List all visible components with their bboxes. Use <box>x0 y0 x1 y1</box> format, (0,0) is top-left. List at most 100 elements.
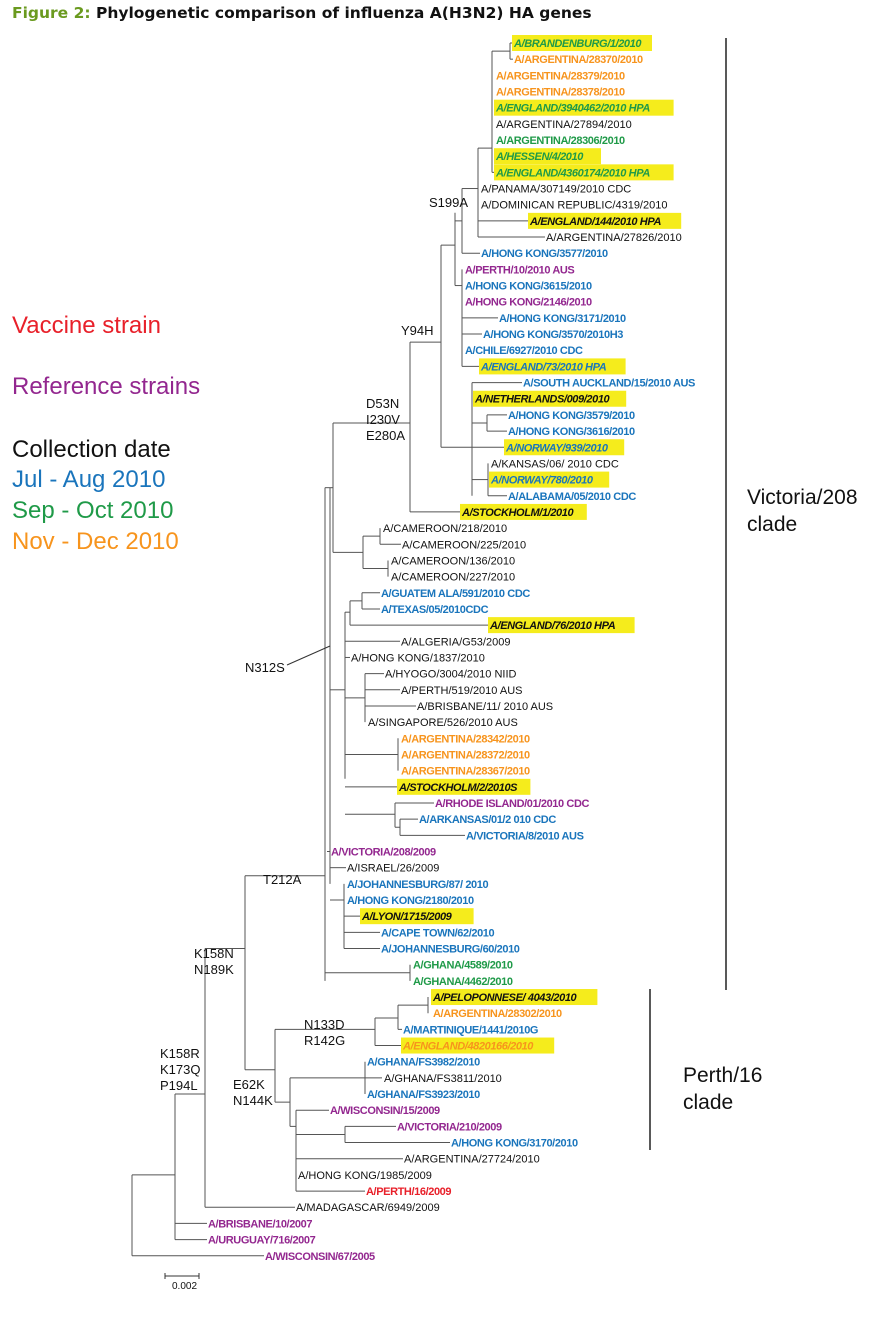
leaf-label: A/GUATEM ALA/591/2010 CDC <box>381 588 530 600</box>
leaf-highlights <box>360 35 682 1054</box>
mutation-label: D53N <box>366 396 399 411</box>
leaf-label: A/ENGLAND/73/2010 HPA <box>480 361 607 373</box>
leaf-label: A/HONG KONG/3616/2010 <box>508 426 635 438</box>
leaf-label: A/HYOGO/3004/2010 NIID <box>385 669 517 681</box>
leaf-label: A/HONG KONG/2180/2010 <box>347 895 474 907</box>
mutation-label: R142G <box>304 1033 345 1048</box>
tree-branches <box>131 42 545 1257</box>
figure-title: Figure 2: Phylogenetic comparison of inf… <box>12 4 592 22</box>
leaf-label: A/TEXAS/05/2010CDC <box>381 604 489 616</box>
mutation-label: K173Q <box>160 1062 200 1077</box>
leaf-label: A/GHANA/4462/2010 <box>413 976 513 988</box>
leaf-label: A/ARGENTINA/28379/2010 <box>496 70 625 82</box>
mutation-label: K158R <box>160 1046 200 1061</box>
leaf-label: A/HONG KONG/2146/2010 <box>465 297 592 309</box>
leaf-label: A/HONG KONG/3170/2010 <box>451 1138 578 1150</box>
leaf-label: A/BRISBANE/11/ 2010 AUS <box>417 701 553 713</box>
leaf-label: A/HONG KONG/1837/2010 <box>351 652 485 664</box>
mutation-label: E62K <box>233 1077 265 1092</box>
leaf-label: A/BRANDENBURG/1/2010 <box>513 38 642 50</box>
leaf-label: A/STOCKHOLM/2/2010S <box>398 782 518 794</box>
leaf-highlight <box>489 471 610 488</box>
leaf-label: A/HONG KONG/1985/2009 <box>298 1170 432 1182</box>
mutation-label: P194L <box>160 1078 198 1093</box>
mutation-label: T212A <box>263 872 302 887</box>
leaf-label: A/GHANA/FS3923/2010 <box>367 1089 480 1101</box>
leaf-highlight <box>488 617 635 634</box>
leaf-label: A/JOHANNESBURG/87/ 2010 <box>347 879 488 891</box>
leaf-label: A/ENGLAND/144/2010 HPA <box>529 216 661 228</box>
leaf-label: A/SOUTH AUCKLAND/15/2010 AUS <box>523 378 695 390</box>
mutation-label: N312S <box>245 660 285 675</box>
leaf-label: A/CHILE/6927/2010 CDC <box>465 345 583 357</box>
leaf-label: A/ARGENTINA/28342/2010 <box>401 733 530 745</box>
mutation-leader-line <box>286 645 331 666</box>
legend-reference-strains: Reference strains <box>12 373 201 400</box>
leaf-label: A/HONG KONG/3577/2010 <box>481 248 608 260</box>
leaf-label: A/NETHERLANDS/009/2010 <box>474 394 611 406</box>
leaf-label: A/CAMEROON/227/2010 <box>391 572 515 584</box>
legend-collection-date-header: Collection date <box>12 436 171 463</box>
leaf-label: A/MADAGASCAR/6949/2009 <box>296 1202 440 1214</box>
leaf-label: A/ARGENTINA/28306/2010 <box>496 135 625 147</box>
leaf-label: A/GHANA/FS3982/2010 <box>367 1057 480 1069</box>
leaf-label: A/ENGLAND/76/2010 HPA <box>489 620 616 632</box>
leaf-highlight <box>494 148 601 165</box>
leaf-highlight <box>512 35 652 51</box>
leaf-label: A/HESSEN/4/2010 <box>495 151 584 163</box>
leaf-highlight <box>504 439 625 456</box>
leaf-label: A/ARKANSAS/01/2 010 CDC <box>419 814 556 826</box>
leaf-highlight <box>528 212 682 229</box>
leaf-label: A/PELOPONNESE/ 4043/2010 <box>432 992 578 1004</box>
leaf-label: A/NORWAY/939/2010 <box>505 442 609 454</box>
leaf-label: A/NORWAY/780/2010 <box>490 475 594 487</box>
mutation-label: I230V <box>366 412 400 427</box>
leaf-highlight <box>494 99 674 116</box>
leaf-label: A/RHODE ISLAND/01/2010 CDC <box>435 798 589 810</box>
leaf-highlight <box>479 358 626 375</box>
leaf-label: A/BRISBANE/10/2007 <box>208 1218 312 1230</box>
leaf-label: A/PERTH/10/2010 AUS <box>465 264 574 276</box>
mutation-label: E280A <box>366 428 405 443</box>
leaf-label: A/VICTORIA/8/2010 AUS <box>466 830 584 842</box>
mutation-label: K158N <box>194 946 234 961</box>
mutation-label: Y94H <box>401 323 434 338</box>
mutation-label: S199A <box>429 195 468 210</box>
leaf-label: A/PERTH/16/2009 <box>366 1186 451 1198</box>
leaf-label: A/ENGLAND/3940462/2010 HPA <box>495 103 650 115</box>
leaf-label: A/HONG KONG/3615/2010 <box>465 281 592 293</box>
leaf-label: A/ARGENTINA/28302/2010 <box>433 1008 562 1020</box>
leaf-label: A/WISCONSIN/15/2009 <box>330 1105 440 1117</box>
legend-sep-oct-2010: Sep - Oct 2010 <box>12 497 174 524</box>
leaf-label: A/ENGLAND/4360174/2010 HPA <box>495 167 650 179</box>
leaf-label: A/ALABAMA/05/2010 CDC <box>508 491 636 503</box>
mutation-label: N189K <box>194 962 234 977</box>
leaf-label: A/ARGENTINA/28378/2010 <box>496 87 625 99</box>
leaf-highlight <box>473 390 627 407</box>
leaf-label: A/GHANA/4589/2010 <box>413 960 513 972</box>
leaf-highlight <box>460 503 587 520</box>
leaf-highlight <box>401 1037 555 1054</box>
leaf-label: A/STOCKHOLM/1/2010 <box>461 507 574 519</box>
scale-bar-label: 0.002 <box>172 1281 197 1292</box>
leaf-label: A/WISCONSIN/67/2005 <box>265 1251 375 1263</box>
leaf-label: A/URUGUAY/716/2007 <box>208 1235 316 1247</box>
figure-number: Figure 2: <box>12 4 91 22</box>
leaf-highlight <box>397 778 531 795</box>
leaf-label: A/ARGENTINA/27724/2010 <box>404 1154 540 1166</box>
legend-jul-aug-2010: Jul - Aug 2010 <box>12 466 166 493</box>
leaf-label: A/VICTORIA/208/2009 <box>331 847 436 859</box>
leaf-label: A/ALGERIA/G53/2009 <box>401 636 510 648</box>
leaf-label: A/CAMEROON/136/2010 <box>391 555 515 567</box>
leaf-highlight <box>360 908 474 925</box>
leaf-label: A/HONG KONG/3171/2010 <box>499 313 626 325</box>
leaf-label: A/PERTH/519/2010 AUS <box>401 685 522 697</box>
mutation-label: N133D <box>304 1017 344 1032</box>
leaf-label: A/ISRAEL/26/2009 <box>347 863 439 875</box>
clade-label: Perth/16 <box>683 1064 762 1087</box>
leaf-label: A/ARGENTINA/28367/2010 <box>401 766 530 778</box>
leaf-label: A/CAMEROON/225/2010 <box>402 539 526 551</box>
leaf-label: A/ENGLAND/4820166/2010 <box>402 1041 534 1053</box>
leaf-label: A/PANAMA/307149/2010 CDC <box>481 184 631 196</box>
